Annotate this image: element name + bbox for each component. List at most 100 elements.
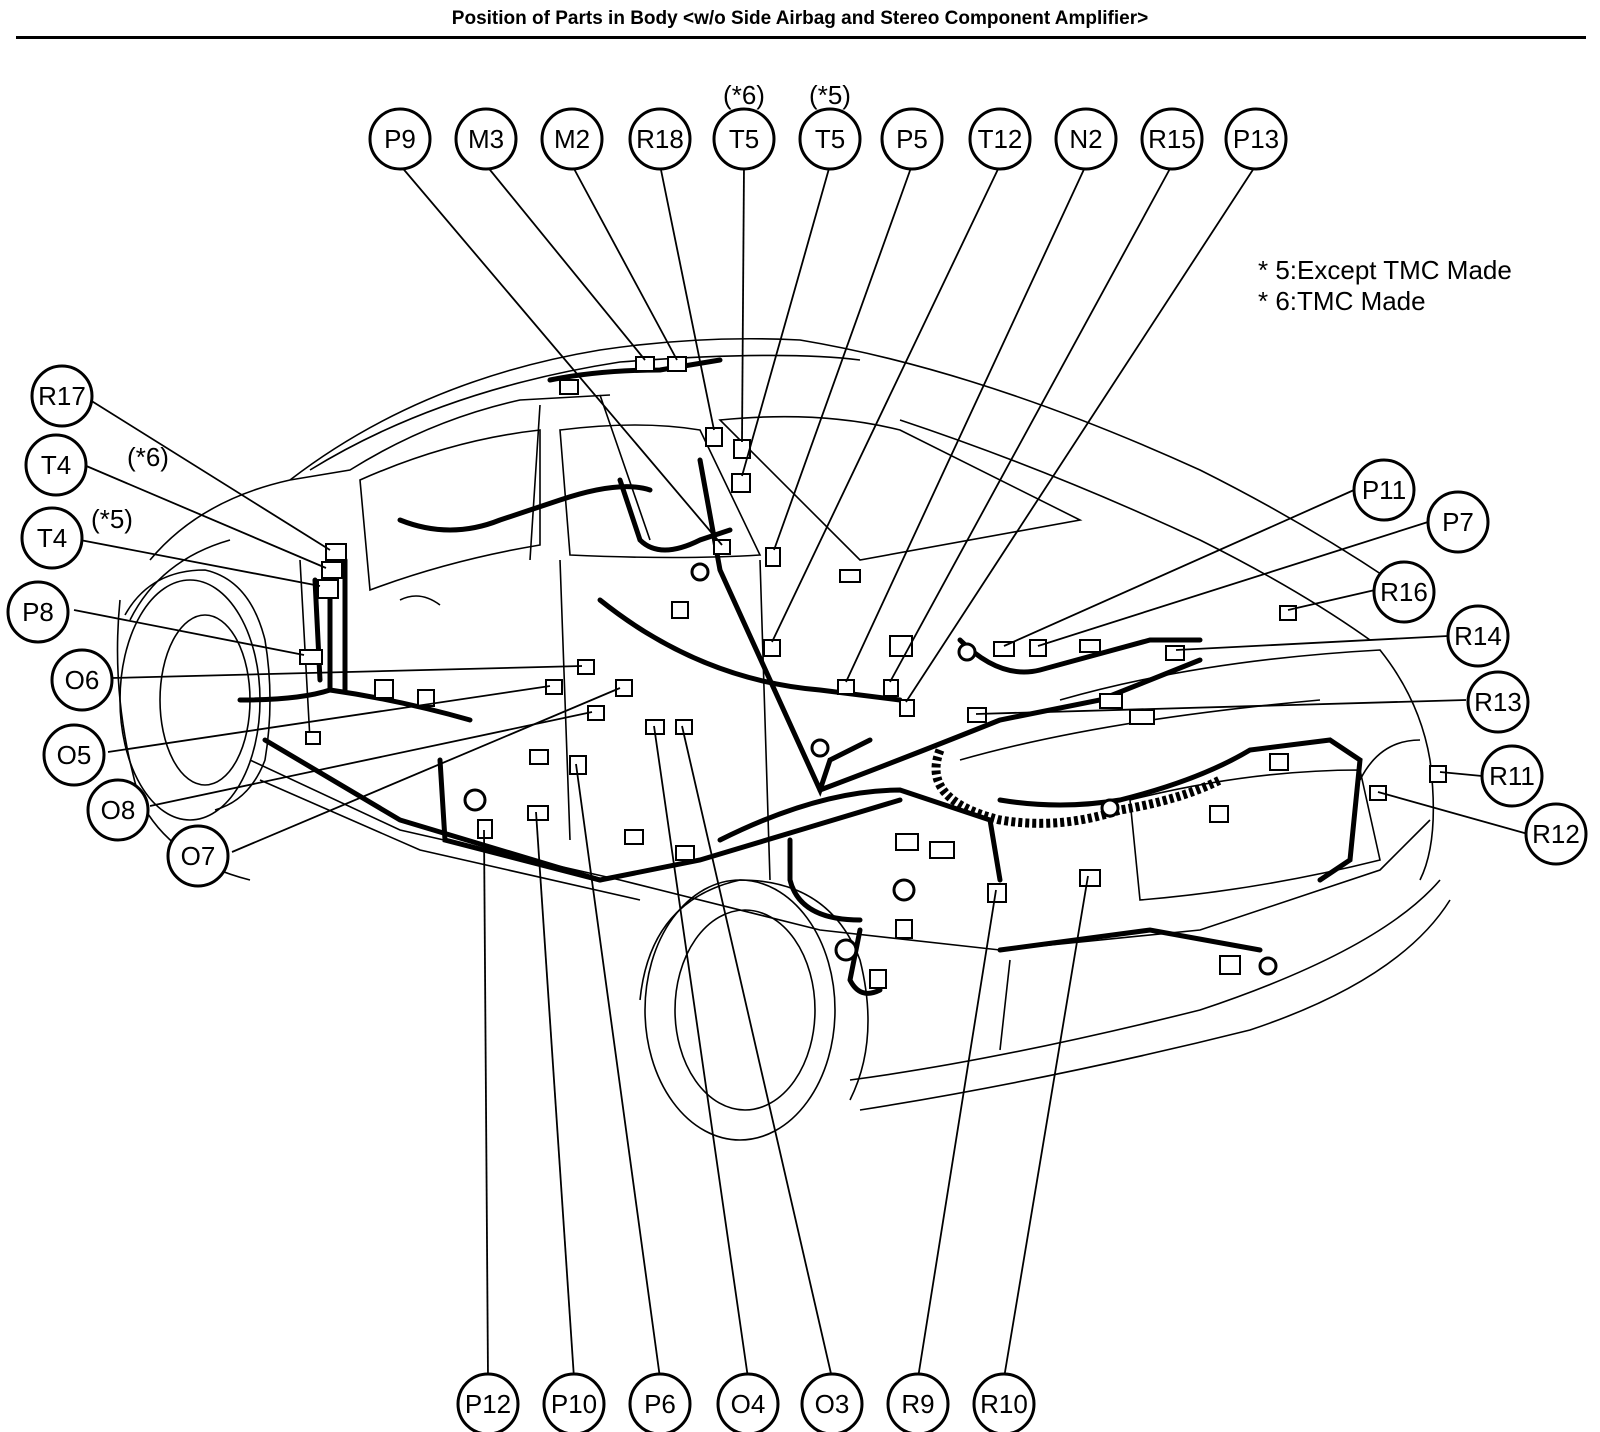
leader-o5	[107, 685, 551, 753]
footnote-tmc: * 6:TMC Made	[1258, 286, 1426, 316]
callout-r11: R11	[1480, 744, 1544, 808]
connector-misc3	[895, 833, 919, 851]
callout-p10: P10	[542, 1372, 606, 1432]
connector-t4a	[321, 561, 343, 579]
leader-o3	[681, 725, 833, 1379]
leader-m3	[485, 164, 646, 361]
connector-misc10	[895, 919, 913, 939]
leader-t4b	[79, 539, 321, 587]
variant-tag: (*6)	[127, 442, 169, 472]
leader-r9	[917, 889, 997, 1379]
connector-misc17	[1079, 639, 1101, 653]
callout-label: T4	[41, 450, 71, 480]
connector-r13	[967, 707, 987, 723]
callout-label: P5	[896, 124, 928, 154]
variant-tag: (*6)	[723, 80, 765, 110]
corrugated-harness	[931, 748, 1223, 828]
callout-label: P11	[1362, 475, 1406, 505]
connector-o6	[577, 659, 595, 675]
connector-misc5	[1269, 753, 1289, 771]
callout-t5-except-tmc: (*5) T5	[798, 80, 862, 171]
callout-label: T4	[37, 523, 67, 553]
connector-p10	[527, 805, 549, 821]
callout-label: O7	[181, 841, 216, 871]
leader-p10	[535, 811, 575, 1379]
callout-r13: R13	[1466, 670, 1530, 734]
leader-t12	[771, 164, 1001, 643]
leader-r17	[89, 399, 331, 551]
callout-label: O4	[731, 1389, 766, 1419]
connector-misc2	[417, 689, 435, 707]
callout-r18: R18	[628, 107, 692, 171]
connector-misc4	[929, 841, 955, 859]
callout-label: R14	[1454, 621, 1502, 651]
connector-misc11	[671, 601, 689, 619]
connector-t4b	[317, 579, 339, 599]
callout-r12: R12	[1524, 802, 1588, 866]
connector-misc9	[869, 969, 887, 989]
leader-lines	[73, 164, 1529, 1379]
leader-p13	[905, 164, 1257, 703]
callout-o6: O6	[50, 648, 114, 712]
grommets	[463, 562, 1278, 976]
callout-t4-except-tmc: T4 (*5)	[20, 504, 133, 570]
callout-r15: R15	[1140, 107, 1204, 171]
connector-r12	[1369, 785, 1387, 801]
wire-harness	[237, 357, 1363, 996]
callout-t4-tmc: T4 (*6)	[24, 433, 169, 497]
leader-n2	[845, 164, 1087, 683]
connector-misc13	[675, 845, 695, 861]
callout-label: T12	[978, 124, 1023, 154]
grommet	[834, 938, 858, 962]
variant-tag: (*5)	[809, 80, 851, 110]
leader-t5b	[741, 164, 831, 477]
connector-p9	[713, 539, 731, 555]
connector-o7	[615, 679, 633, 697]
footnote-except-tmc: * 5:Except TMC Made	[1258, 255, 1512, 285]
callout-o7: O7	[166, 824, 230, 888]
callout-label: R11	[1489, 761, 1535, 791]
connector-misc1	[374, 679, 394, 699]
connector-misc15	[305, 731, 321, 745]
connector-roof	[559, 379, 579, 395]
callout-o4: O4	[716, 1372, 780, 1432]
callout-label: P8	[22, 597, 54, 627]
connector-p8	[299, 649, 323, 665]
callout-t12: T12	[968, 107, 1032, 171]
callout-label: O3	[815, 1389, 850, 1419]
connector-misc7	[1129, 709, 1155, 725]
leader-p5	[773, 164, 913, 551]
callout-r10: R10	[972, 1372, 1036, 1432]
connector-r18	[705, 427, 723, 447]
connectors	[299, 356, 1447, 989]
callout-p9: P9	[368, 107, 432, 171]
callout-r16: R16	[1372, 560, 1436, 624]
callout-label: R12	[1532, 819, 1580, 849]
grommet	[810, 738, 830, 758]
leader-o4	[653, 725, 749, 1379]
callout-label: M3	[468, 124, 504, 154]
callout-p6: P6	[628, 1372, 692, 1432]
leader-o6	[111, 665, 583, 679]
callout-label: R17	[38, 381, 86, 411]
leader-p7	[1037, 521, 1429, 647]
connector-misc8	[1219, 955, 1241, 975]
connector-misc6	[1209, 805, 1229, 823]
connector-n2	[837, 679, 855, 695]
connector-r17	[325, 543, 347, 561]
callout-r9: R9	[886, 1372, 950, 1432]
connector-p13	[899, 699, 915, 717]
connector-r10	[1079, 869, 1101, 887]
connector-r9	[987, 883, 1007, 903]
leader-r13	[975, 699, 1467, 715]
callout-m2: M2	[540, 107, 604, 171]
connector-p5	[765, 547, 781, 567]
callout-p11: P11	[1352, 458, 1416, 522]
callout-label: R9	[901, 1389, 934, 1419]
leader-p6	[575, 763, 661, 1379]
leader-p11	[1003, 489, 1355, 647]
callout-p7: P7	[1426, 490, 1490, 554]
leader-r10	[1003, 875, 1089, 1379]
callout-label: R18	[636, 124, 684, 154]
